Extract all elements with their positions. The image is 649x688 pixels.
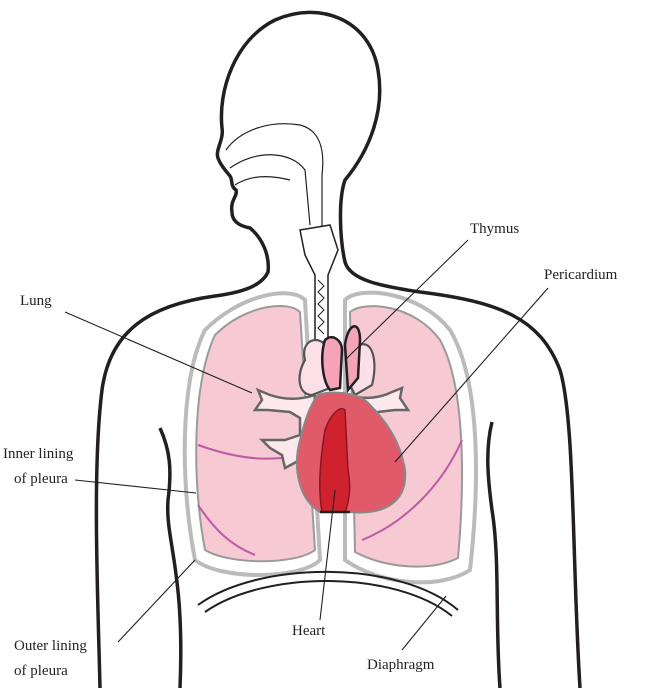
thymus <box>321 325 362 394</box>
label-heart: Heart <box>292 623 326 639</box>
right-arm-inner <box>486 421 502 688</box>
label-diaphragm: Diaphragm <box>367 657 435 673</box>
label-inner-lining-1: Inner lining <box>3 446 74 462</box>
heart-leader <box>319 489 336 621</box>
left-lung <box>195 305 317 563</box>
left-outer-pleura <box>182 291 323 577</box>
right-fissure <box>361 439 463 541</box>
inner-pleura-leader <box>74 479 197 494</box>
thymus-leader <box>344 239 469 361</box>
nasal-cavity <box>225 123 324 230</box>
diaphragm-leader <box>401 595 447 651</box>
heart <box>319 408 351 513</box>
diaphragm <box>197 570 459 617</box>
label-thymus: Thymus <box>470 221 519 237</box>
left-arm-inner <box>158 427 183 688</box>
pericardium-leader <box>394 287 549 463</box>
body-outline <box>94 10 582 688</box>
label-outer-lining-2: of pleura <box>14 663 68 679</box>
lung-leader <box>64 311 253 394</box>
trachea-rings <box>317 279 325 335</box>
outer-pleura-leader <box>117 559 196 643</box>
label-lung: Lung <box>20 293 52 309</box>
label-pericardium: Pericardium <box>544 267 618 283</box>
label-inner-lining-2: of pleura <box>14 471 68 487</box>
label-outer-lining-1: Outer lining <box>14 638 87 654</box>
right-outer-pleura <box>343 290 478 585</box>
